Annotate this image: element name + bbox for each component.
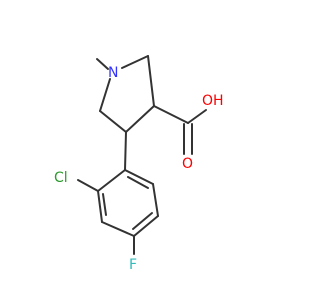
bond-aryl-5	[97, 190, 103, 223]
bond-aryl-2	[152, 183, 159, 217]
nitrogen-label: N	[108, 65, 118, 81]
bond-c5-n	[99, 78, 111, 112]
bond-aryl-double-1	[127, 176, 149, 189]
bond-n-methyl	[96, 58, 109, 70]
fluorine-label: F	[129, 257, 137, 273]
bond-aryl-double-2	[132, 212, 153, 230]
bond-aryl-cl	[77, 179, 99, 192]
bond-n-c2	[121, 55, 149, 69]
bond-c3-carboxyl	[153, 105, 189, 124]
bond-c2-c3	[147, 55, 155, 107]
bond-c3-c4	[125, 105, 155, 133]
bond-aryl-1	[124, 169, 154, 185]
hydroxyl-label: OH	[202, 93, 224, 109]
bond-aryl-3	[133, 215, 159, 237]
bond-c4-c5	[99, 110, 127, 133]
bond-aryl-double-3	[102, 193, 107, 216]
bond-carboxyl-oh	[187, 109, 207, 124]
bond-c4-aryl	[124, 131, 127, 171]
bond-aryl-6	[97, 169, 126, 192]
molecule-structure-diagram: N OH O Cl F	[54, 55, 224, 273]
carbonyl-oxygen-label: O	[182, 156, 193, 172]
chlorine-label: Cl	[54, 170, 68, 186]
bond-aryl-4	[101, 221, 135, 237]
